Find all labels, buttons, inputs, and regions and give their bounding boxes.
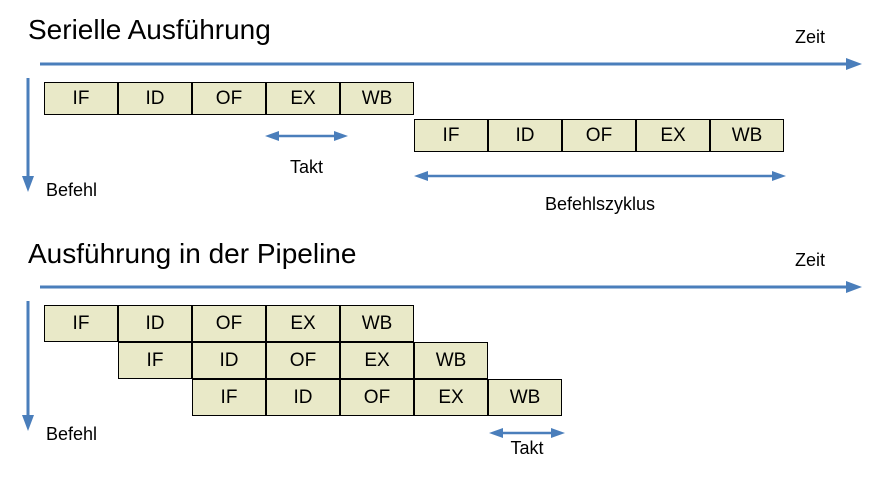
stage-box-of: OF [562,119,636,152]
befehlszyklus-measure-label: Befehlszyklus [544,194,656,214]
serial-time-axis-arrow [40,57,862,71]
stage-box-of: OF [340,379,414,416]
stage-box-id: ID [192,342,266,379]
stage-box-ex: EX [414,379,488,416]
pipeline-takt-measure-label: Takt [510,438,544,458]
stage-box-ex: EX [636,119,710,152]
stage-box-wb: WB [340,305,414,342]
stage-box-wb: WB [488,379,562,416]
stage-box-if: IF [44,82,118,115]
stage-box-wb: WB [340,82,414,115]
pipeline-time-axis-arrow [40,280,862,294]
stage-box-of: OF [266,342,340,379]
pipeline-time-axis-label: Zeit [795,250,826,270]
stage-box-if: IF [414,119,488,152]
serial-instruction-axis-label: Befehl [46,180,98,200]
stage-box-of: OF [192,305,266,342]
stage-box-ex: EX [266,305,340,342]
stage-box-id: ID [118,82,192,115]
serial-takt-measure-label: Takt [289,157,323,177]
serial-section-title: Serielle Ausführung [28,14,271,45]
serial-time-axis-label: Zeit [795,27,826,47]
stage-box-ex: EX [266,82,340,115]
stage-box-id: ID [488,119,562,152]
pipeline-instruction-axis-label: Befehl [46,424,98,444]
pipeline-section-title: Ausführung in der Pipeline [28,238,357,269]
stage-box-wb: WB [710,119,784,152]
stage-box-ex: EX [340,342,414,379]
stage-box-wb: WB [414,342,488,379]
stage-box-if: IF [118,342,192,379]
pipeline-takt-measure-arrow [489,426,565,440]
stage-box-id: ID [266,379,340,416]
stage-box-if: IF [192,379,266,416]
befehlszyklus-measure-arrow [414,169,786,183]
pipeline-instruction-axis-arrow [20,301,36,431]
serial-instruction-axis-arrow [20,78,36,192]
stage-box-id: ID [118,305,192,342]
stage-box-if: IF [44,305,118,342]
stage-box-of: OF [192,82,266,115]
serial-takt-measure-arrow [265,129,348,143]
